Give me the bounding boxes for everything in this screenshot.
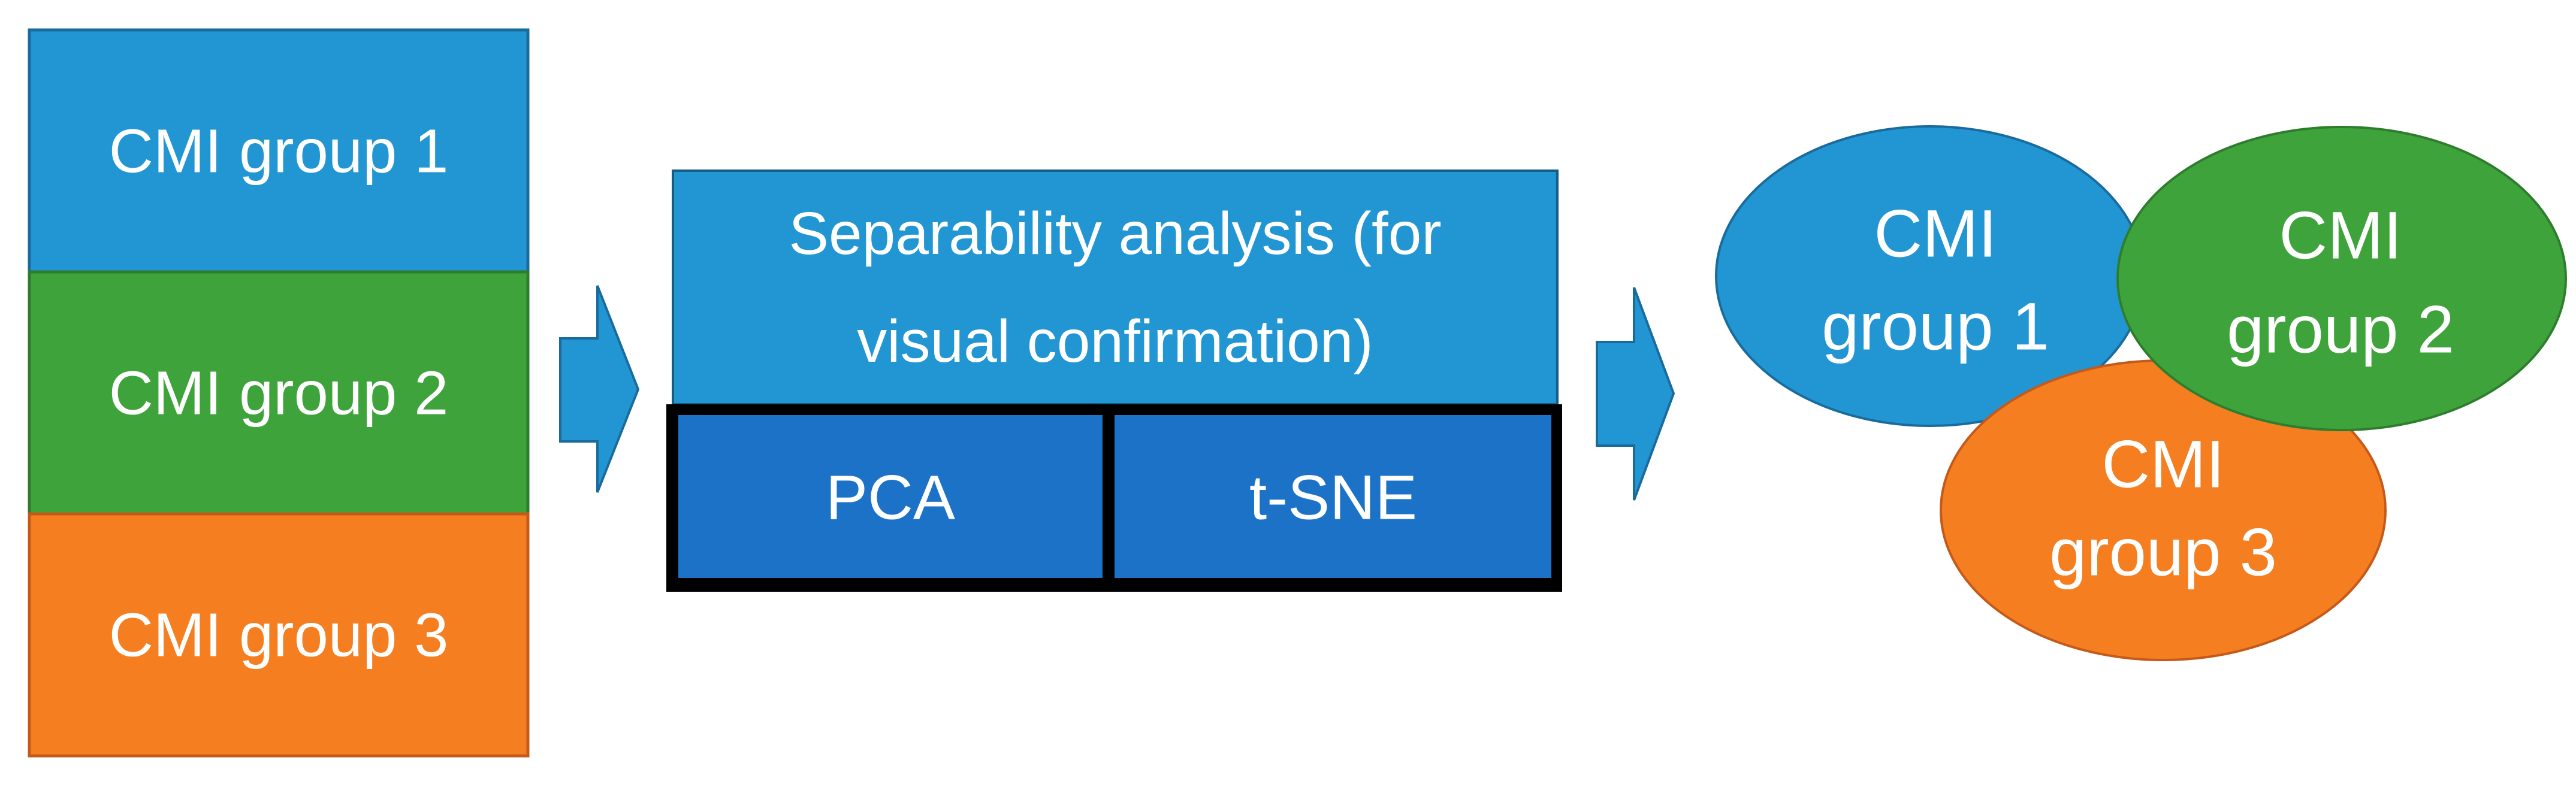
cluster-1-label-line-2: group 1 — [1822, 289, 2049, 364]
analysis-box: Separability analysis (for visual confir… — [666, 169, 1562, 592]
analysis-title-line-1: Separability analysis (for — [789, 200, 1441, 267]
analysis-title-line-2: visual confirmation) — [857, 308, 1373, 375]
flow-arrow-right-2-icon — [1596, 287, 1675, 501]
cmi-group-2-ellipse — [2116, 126, 2567, 431]
cmi-group-3-box — [28, 512, 530, 758]
analysis-title-box — [672, 169, 1559, 405]
cmi-group-2-box — [28, 270, 530, 516]
cluster-2-label-line-1: CMI — [2279, 198, 2402, 273]
cmi-group-1-box — [28, 28, 530, 274]
cmi-group-1-label: CMI group 1 — [109, 117, 449, 186]
cluster-3-label-line-2: group 3 — [2049, 515, 2277, 590]
cluster-3-label-line-1: CMI — [2101, 427, 2224, 502]
tsne-label: t-SNE — [1249, 463, 1417, 533]
output-clusters: CMI group 1 CMI group 2 CMI group 3 — [1715, 125, 2567, 661]
pca-box — [678, 415, 1103, 578]
cluster-1-label-line-1: CMI — [1874, 196, 1997, 271]
input-stack: CMI group 1 CMI group 2 CMI group 3 — [28, 28, 530, 758]
cmi-group-3-label: CMI group 3 — [109, 601, 449, 670]
pca-label: PCA — [826, 463, 955, 533]
cluster-2-label-line-2: group 2 — [2227, 292, 2454, 367]
tsne-box — [1115, 415, 1551, 578]
cmi-group-2-label: CMI group 2 — [109, 359, 449, 428]
flow-arrow-right-1-icon — [559, 285, 640, 493]
